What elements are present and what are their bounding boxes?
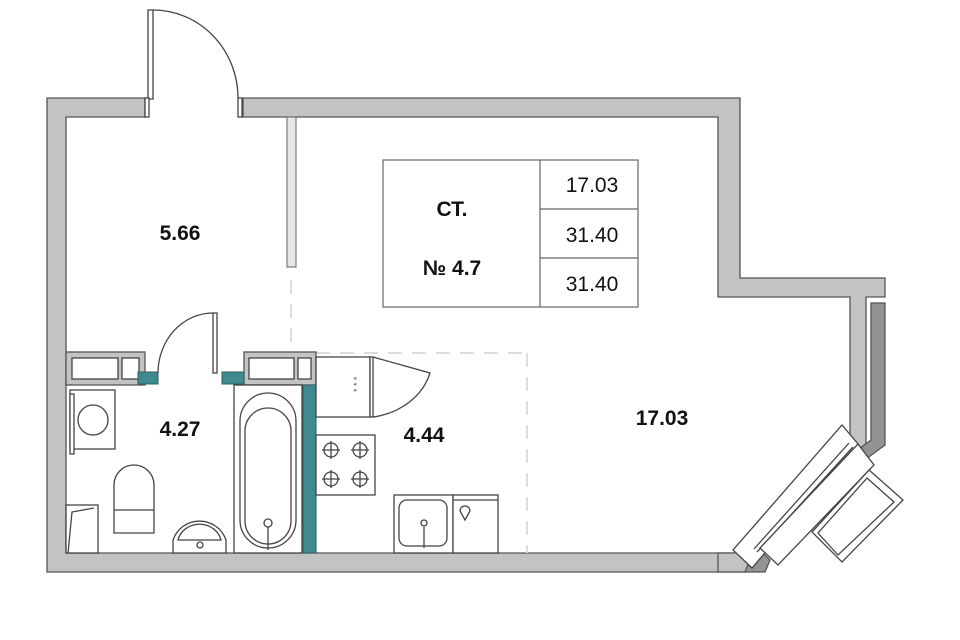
- total-area-value: 31.40: [566, 224, 619, 247]
- toilet: [113, 464, 155, 534]
- kitchen-sink: [393, 494, 499, 554]
- living-area-value: 17.03: [566, 174, 619, 197]
- stove: [315, 434, 376, 496]
- fridge: * * *: [315, 356, 431, 418]
- partition-wall: [286, 116, 530, 553]
- balcony-door[interactable]: [732, 424, 904, 569]
- unit-number: № 4.7: [423, 257, 481, 280]
- room-area-bathroom: 4.27: [160, 418, 201, 441]
- room-area-living-room: 17.03: [636, 407, 689, 430]
- entrance-door[interactable]: [144, 9, 243, 118]
- shower-tray: [65, 504, 99, 554]
- room-area-kitchen: 4.44: [404, 424, 445, 447]
- sink-bathroom: [172, 520, 227, 554]
- bathtub: [233, 384, 303, 554]
- room-area-hallway: 5.66: [160, 222, 201, 245]
- bathroom-walls: [65, 351, 317, 554]
- bathroom-door[interactable]: [157, 312, 218, 374]
- total-area-with-balcony-value: 31.40: [566, 273, 619, 296]
- svg-text:* * *: * * *: [352, 376, 362, 392]
- unit-info-box: СТ. № 4.7 17.03 31.40 31.40: [382, 159, 639, 308]
- washing-machine: [69, 389, 116, 455]
- unit-type: СТ.: [437, 198, 468, 221]
